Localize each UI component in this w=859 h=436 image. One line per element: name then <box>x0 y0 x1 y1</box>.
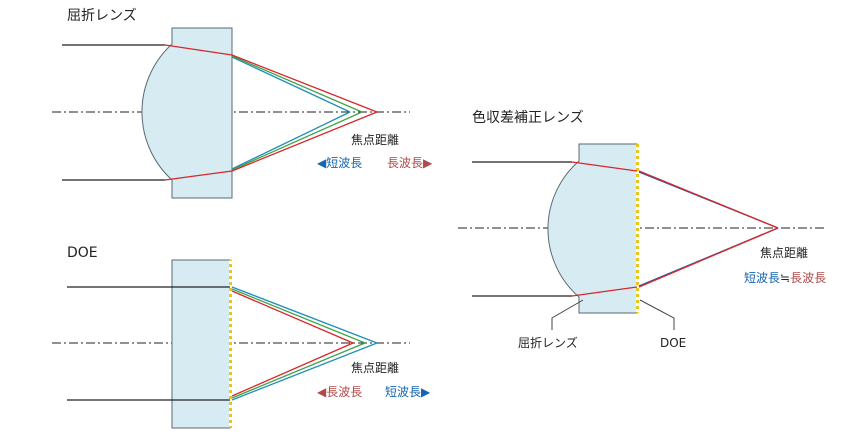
lens-label: 屈折レンズ <box>518 335 578 350</box>
blue-ray <box>231 286 378 401</box>
doe-panel: DOE 焦点距離 ◀長波長 短波長▶ <box>52 245 431 429</box>
achromatic-lens-panel: 色収差補正レンズ 焦点距離 短波長≒長波長 屈折レンズ DOE <box>458 109 826 350</box>
green-ray <box>231 55 363 171</box>
doe-label: DOE <box>660 336 686 350</box>
green-ray <box>231 288 366 399</box>
focal-label: 焦点距離 <box>351 361 399 375</box>
approx-sign: ≒ <box>780 271 790 285</box>
achromatic-title: 色収差補正レンズ <box>472 109 584 126</box>
doe-surface <box>229 260 232 428</box>
red-ray <box>231 54 378 172</box>
long-wave-label: 長波長▶ <box>387 156 433 170</box>
doe-surface <box>636 144 639 313</box>
refractive-lens <box>547 143 638 314</box>
refractive-title: 屈折レンズ <box>67 8 137 24</box>
red-ray <box>638 170 779 288</box>
blue-ray <box>638 171 779 287</box>
lens-leader-line <box>551 299 584 330</box>
refractive-lens-panel: 屈折レンズ 焦点距離 ◀短波長 長波長▶ <box>52 8 433 199</box>
doe-leader-line <box>639 299 675 330</box>
doe-title: DOE <box>67 245 98 261</box>
short-wave-label: 短波長▶ <box>385 385 431 399</box>
ray-inside-top <box>164 44 233 56</box>
wavelength-equal-label: 短波長≒長波長 <box>744 271 826 285</box>
refractive-lens <box>141 27 233 199</box>
long-wave-label: 長波長 <box>790 271 826 285</box>
short-wave-label: 短波長 <box>744 271 780 285</box>
ray-inside-bottom <box>571 286 638 297</box>
ray-inside-top <box>571 161 638 172</box>
focal-label: 焦点距離 <box>760 246 808 260</box>
doe-substrate <box>171 259 231 429</box>
ray-inside-bottom <box>164 170 233 181</box>
blue-ray <box>231 56 351 170</box>
red-ray <box>231 290 354 397</box>
long-wave-label: ◀長波長 <box>317 385 362 399</box>
focal-label: 焦点距離 <box>351 133 399 147</box>
short-wave-label: ◀短波長 <box>317 156 362 170</box>
